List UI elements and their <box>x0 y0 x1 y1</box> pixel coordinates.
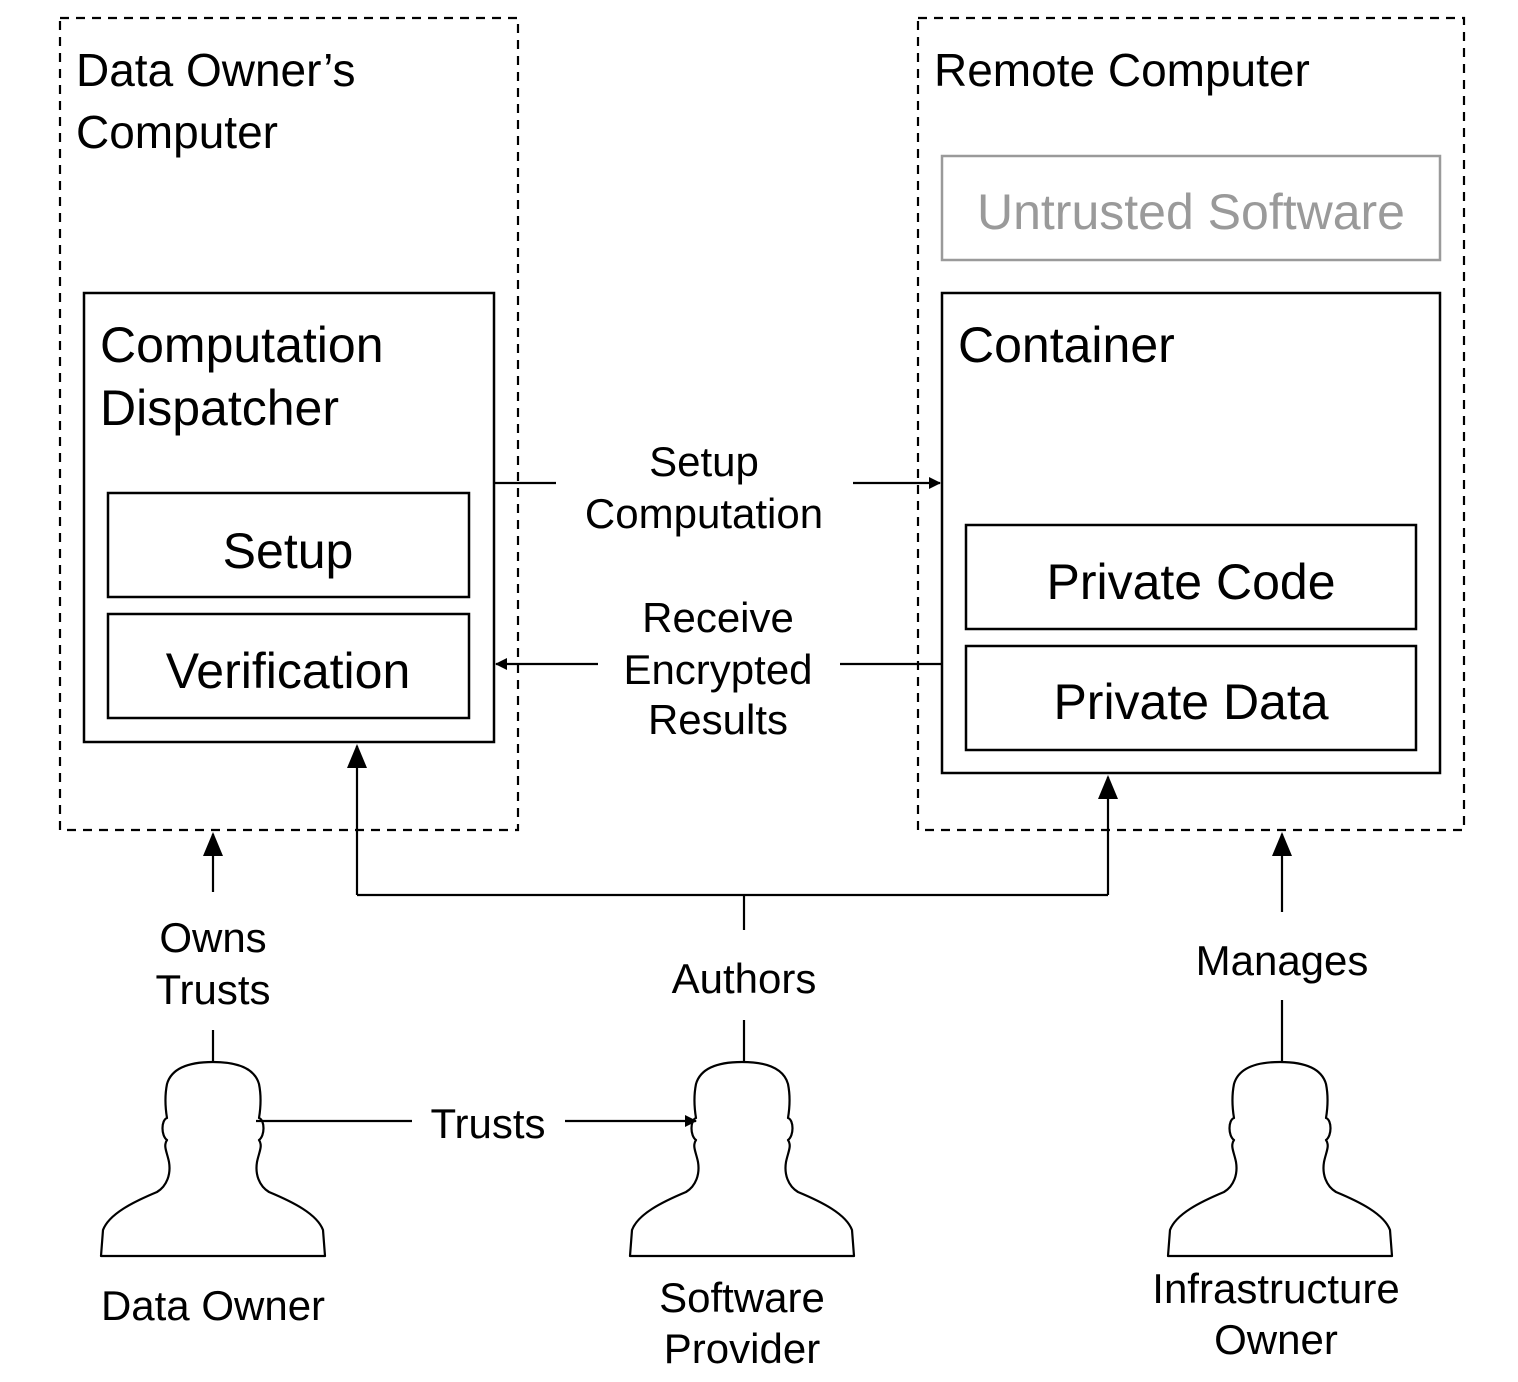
trusts-label: Trusts <box>430 1100 545 1147</box>
data-owner-person-icon <box>99 1060 327 1258</box>
software-provider-label-1: Software <box>659 1274 825 1321</box>
untrusted-software-label: Untrusted Software <box>977 184 1405 240</box>
infrastructure-owner-actor: Infrastructure Owner <box>1152 1060 1400 1363</box>
setup-label: Setup <box>223 523 354 579</box>
infrastructure-owner-label-2: Owner <box>1214 1316 1338 1363</box>
verification-box <box>106 612 471 720</box>
authors-label: Authors <box>672 955 817 1002</box>
data-owner-label: Data Owner <box>101 1282 325 1329</box>
data-owners-computer-zone: Data Owner’s Computer <box>58 16 520 832</box>
infrastructure-owner-person-icon <box>1166 1060 1394 1258</box>
remote-computer-zone: Remote Computer Untrusted Software <box>916 16 1466 832</box>
owns-trusts-label-2: Trusts <box>155 966 270 1013</box>
private-data-label: Private Data <box>1053 674 1328 730</box>
remote-computer-title: Remote Computer <box>934 44 1310 96</box>
manages-edge: Manages <box>1196 832 1369 1063</box>
manages-label: Manages <box>1196 937 1369 984</box>
owns-trusts-label-1: Owns <box>159 914 266 961</box>
data-owners-computer-title-2: Computer <box>76 106 278 158</box>
software-provider-actor: Software Provider <box>628 1060 856 1372</box>
container-border <box>940 291 1442 775</box>
receive-results-edge: Receive Encrypted Results <box>495 594 942 743</box>
container: Container Private Code Private Data <box>940 291 1442 775</box>
remote-computer-border <box>916 16 1466 832</box>
receive-results-label-1: Receive <box>642 594 794 641</box>
setup-box <box>106 491 471 599</box>
owns-trusts-edge: Owns Trusts <box>155 832 271 1063</box>
private-code-box <box>964 523 1418 631</box>
data-owner-actor: Data Owner <box>99 1060 327 1329</box>
software-provider-label-2: Provider <box>664 1325 820 1372</box>
trusts-edge: Trusts <box>256 1100 697 1147</box>
computation-dispatcher-title-2: Dispatcher <box>100 380 339 436</box>
receive-results-label-2: Encrypted <box>623 646 812 693</box>
private-code-label: Private Code <box>1046 554 1335 610</box>
authors-edge: Authors <box>347 744 1118 1063</box>
computation-dispatcher: Computation Dispatcher Setup Verificatio… <box>82 291 496 744</box>
setup-computation-edge: Setup Computation <box>494 438 941 537</box>
container-title: Container <box>958 317 1175 373</box>
setup-computation-label-1: Setup <box>649 438 759 485</box>
verification-label: Verification <box>166 643 411 699</box>
infrastructure-owner-label-1: Infrastructure <box>1152 1265 1399 1312</box>
setup-computation-label-2: Computation <box>585 490 823 537</box>
untrusted-software-box <box>940 154 1442 262</box>
receive-results-label-3: Results <box>648 696 788 743</box>
data-owners-computer-border <box>58 16 520 832</box>
data-owners-computer-title-1: Data Owner’s <box>76 44 356 96</box>
private-data-box <box>964 644 1418 752</box>
computation-dispatcher-border <box>82 291 496 744</box>
computation-dispatcher-title-1: Computation <box>100 317 384 373</box>
software-provider-person-icon <box>628 1060 856 1258</box>
